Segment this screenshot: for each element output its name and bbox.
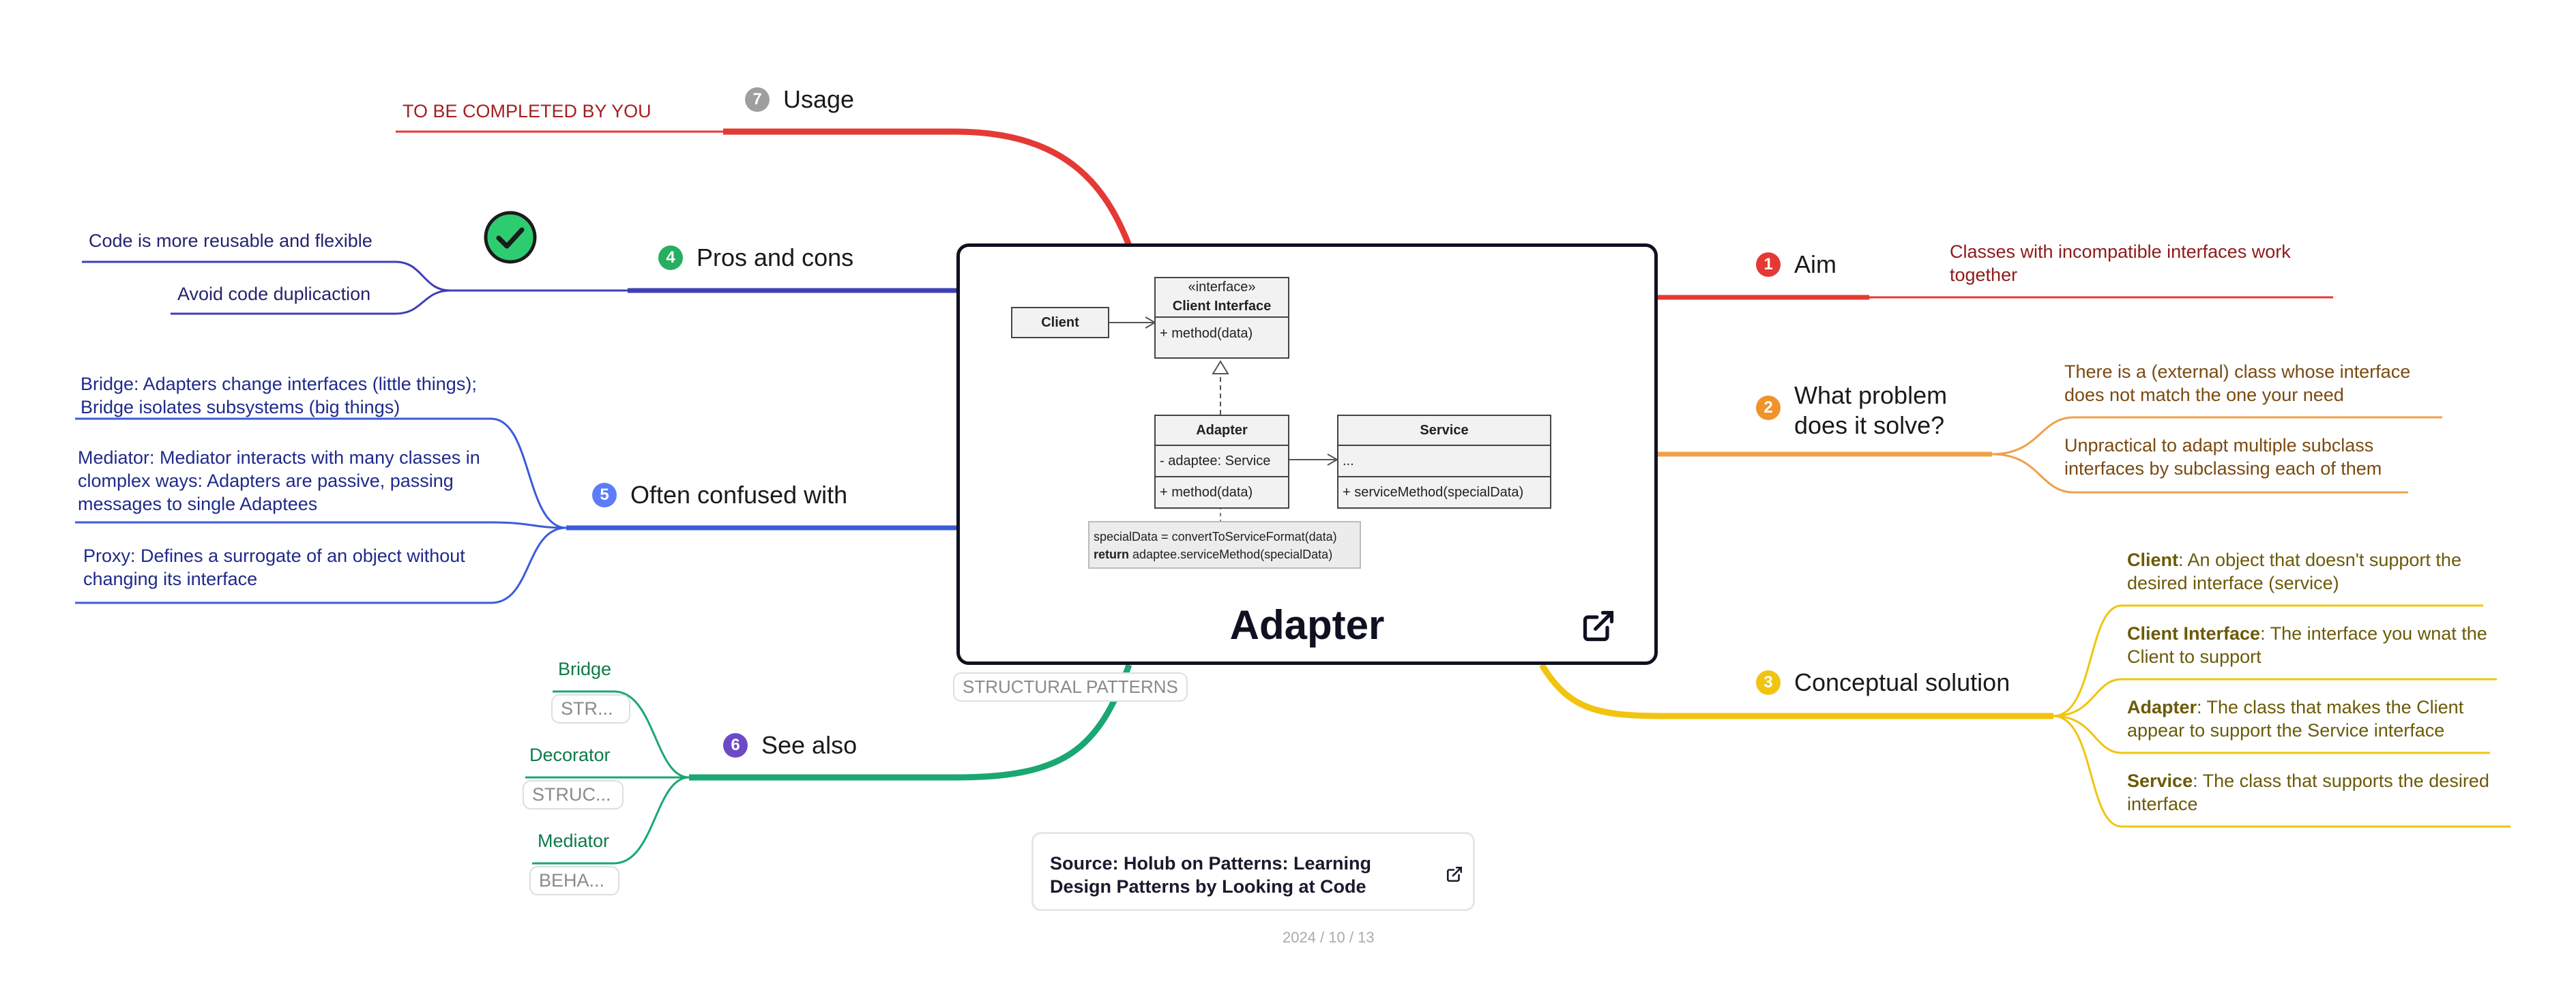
problem-label-line1: What problem — [1794, 381, 1948, 409]
uml-adapter-name: Adapter — [1156, 416, 1288, 446]
confused-item[interactable]: Bridge: Adapters change interfaces (litt… — [80, 374, 477, 417]
problem-label: What problem does it solve? — [1794, 381, 1947, 441]
branch-conceptual-solution[interactable]: 3 Conceptual solution — [1756, 668, 2010, 697]
uml-service-field: ... — [1338, 446, 1550, 477]
uml-adapter-box: Adapter - adaptee: Service + method(data… — [1154, 415, 1289, 509]
see-also-tag[interactable]: BEHA... — [529, 866, 619, 895]
category-tag[interactable]: STRUCTURAL PATTERNS — [953, 672, 1188, 702]
branch-see-also[interactable]: 6 See also — [723, 731, 857, 760]
see-also-label: See also — [761, 731, 858, 759]
solution-item[interactable]: Client Interface: The interface you wnat… — [2127, 622, 2509, 668]
problem-item[interactable]: Unpractical to adapt multiple subclass i… — [2064, 435, 2382, 479]
uml-note: specialData = convertToServiceFormat(dat… — [1088, 521, 1361, 569]
uml-client-interface-method: + method(data) — [1160, 326, 1253, 341]
pros-item[interactable]: Code is more reusable and flexible — [89, 230, 372, 251]
aim-item[interactable]: Classes with incompatible interfaces wor… — [1950, 241, 2291, 285]
uml-service-name: Service — [1338, 416, 1550, 446]
external-link-icon[interactable] — [1581, 608, 1616, 644]
uml-client-interface-box: «interface» Client Interface + method(da… — [1154, 277, 1289, 359]
uml-note-line2: return adaptee.serviceMethod(specialData… — [1094, 546, 1356, 563]
branch-usage[interactable]: 7 Usage — [745, 85, 854, 114]
uml-note-rest: adaptee.serviceMethod(specialData) — [1132, 548, 1333, 561]
solution-item[interactable]: Client: An object that doesn't support t… — [2127, 548, 2509, 595]
solution-term: Service — [2127, 771, 2193, 791]
solution-term: Client Interface — [2127, 623, 2261, 644]
solution-text: : The class that supports the desired in… — [2127, 771, 2489, 814]
branch-aim[interactable]: 1 Aim — [1756, 250, 1836, 279]
confused-label: Often confused with — [630, 481, 848, 509]
problem-label-line2: does it solve? — [1794, 411, 1945, 439]
aim-label: Aim — [1794, 250, 1836, 278]
usage-label: Usage — [783, 85, 855, 113]
solution-term: Adapter — [2127, 697, 2197, 717]
problem-item[interactable]: There is a (external) class whose interf… — [2064, 361, 2411, 405]
external-link-icon[interactable] — [1446, 865, 1463, 883]
solution-number-badge: 3 — [1756, 670, 1781, 695]
pros-item[interactable]: Avoid code duplicaction — [177, 284, 371, 304]
solution-text: : The class that makes the Client appear… — [2127, 697, 2464, 741]
uml-client-interface-name: Client Interface — [1156, 296, 1288, 318]
uml-note-keyword: return — [1094, 548, 1130, 561]
branch-often-confused-with[interactable]: 5 Often confused with — [592, 481, 847, 509]
branch-what-problem[interactable]: 2 What problem does it solve? — [1756, 381, 1947, 441]
aim-number-badge: 1 — [1756, 252, 1781, 277]
confused-number-badge: 5 — [592, 483, 617, 507]
solution-item[interactable]: Service: The class that supports the des… — [2127, 769, 2509, 816]
central-topic-title: Adapter — [1229, 602, 1385, 648]
solution-text: : An object that doesn't support the des… — [2127, 550, 2461, 593]
uml-adapter-method: + method(data) — [1160, 485, 1253, 500]
usage-number-badge: 7 — [745, 87, 770, 112]
uml-client-box: Client — [1011, 307, 1109, 338]
see-also-item[interactable]: Decorator — [529, 745, 611, 765]
uml-service-box: Service ... + serviceMethod(specialData) — [1337, 415, 1551, 509]
pros-label: Pros and cons — [697, 243, 854, 271]
confused-item[interactable]: Mediator: Mediator interacts with many c… — [78, 447, 480, 514]
source-reference-card[interactable]: Source: Holub on Patterns: Learning Desi… — [1031, 832, 1475, 911]
see-also-tag[interactable]: STR... — [551, 694, 630, 724]
usage-item[interactable]: TO BE COMPLETED BY YOU — [402, 101, 652, 121]
uml-stereotype: «interface» — [1188, 280, 1256, 295]
see-also-item[interactable]: Mediator — [538, 831, 610, 851]
uml-client-label: Client — [1041, 315, 1079, 330]
see-also-item[interactable]: Bridge — [558, 659, 612, 679]
uml-adapter-field: - adaptee: Service — [1156, 446, 1288, 477]
confused-item[interactable]: Proxy: Defines a surrogate of an object … — [83, 546, 465, 589]
branch-pros-and-cons[interactable]: 4 Pros and cons — [658, 243, 853, 272]
solution-item[interactable]: Adapter: The class that makes the Client… — [2127, 696, 2509, 742]
problem-number-badge: 2 — [1756, 396, 1781, 420]
check-circle-icon — [484, 211, 537, 264]
central-topic-card[interactable]: Client «interface» Client Interface + me… — [956, 243, 1658, 665]
see-also-number-badge: 6 — [723, 733, 748, 758]
solution-text: : The interface you wnat the Client to s… — [2127, 623, 2487, 667]
date-stamp: 2024 / 10 / 13 — [1283, 929, 1375, 946]
solution-term: Client — [2127, 550, 2179, 570]
uml-note-line1: specialData = convertToServiceFormat(dat… — [1094, 530, 1337, 544]
see-also-tag[interactable]: STRUC... — [523, 780, 624, 809]
pros-number-badge: 4 — [658, 246, 683, 270]
uml-service-method: + serviceMethod(specialData) — [1343, 485, 1524, 500]
source-text: Source: Holub on Patterns: Learning Desi… — [1050, 853, 1372, 897]
solution-label: Conceptual solution — [1794, 668, 2010, 696]
